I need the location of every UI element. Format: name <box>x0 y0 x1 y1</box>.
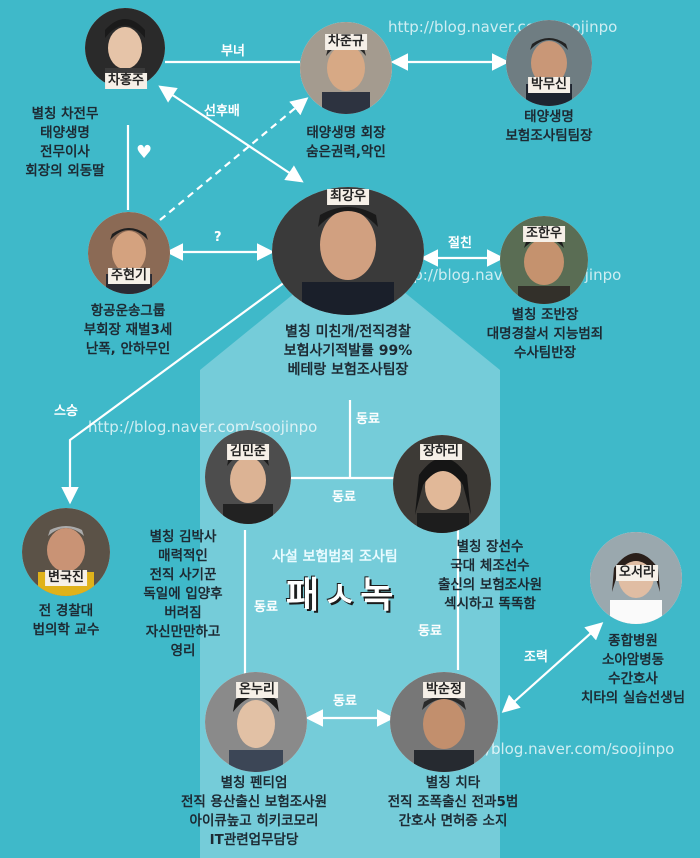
name-on-noori: 온누리 <box>236 682 278 698</box>
desc-park-moosin: 태양생명 보험조사팀팀장 <box>505 109 593 144</box>
watermark: http://blog.naver.com/soojinpo <box>445 740 675 758</box>
edge-label-colleague-middle: 동료 <box>332 490 356 505</box>
show-logo: 패ㅅ녹 <box>286 575 398 616</box>
name-choi-kangwoo: 최강우 <box>327 189 369 205</box>
portrait-jang-hari <box>393 435 491 533</box>
name-cha-joongyu: 차준규 <box>325 34 367 50</box>
edge-label-unknown: ? <box>214 230 222 245</box>
desc-kim-mingoon: 별칭 김박사 매력적인 전직 사기꾼 독일에 입양후 버려짐 자신만만하고 영리 <box>143 529 223 659</box>
portrait-oh-seora <box>590 532 682 624</box>
edge-label-colleague-left: 동료 <box>254 600 278 615</box>
team-title: 사설 보험범죄 조사팀 <box>272 549 398 565</box>
edge-label-colleague-bottom: 동료 <box>333 694 357 709</box>
name-byun-gookjin: 변국진 <box>45 570 87 586</box>
portrait-jo-hanwoo <box>500 216 588 304</box>
desc-joo-hyungi: 항공운송그룹 부회장 재벌3세 난폭, 안하무인 <box>83 303 173 357</box>
name-jang-hari: 장하리 <box>420 444 462 460</box>
portrait-park-moosin <box>506 20 592 106</box>
edge-dashed <box>159 97 309 221</box>
desc-choi-kangwoo: 별칭 미친개/전직경찰 보험사기적발률 99% 베테랑 보험조사팀장 <box>283 324 413 378</box>
heart-icon: ♥ <box>136 142 153 163</box>
edge-cooperation <box>501 622 604 713</box>
edge-label-colleague-right: 동료 <box>418 624 442 639</box>
edge-label-mentor: 스승 <box>54 404 78 419</box>
portrait-park-soonjung <box>390 672 498 772</box>
name-park-soonjung: 박순정 <box>423 682 465 698</box>
desc-cha-joongyu: 태양생명 회장 숨은권력,악인 <box>306 125 386 160</box>
name-kim-mingoon: 김민준 <box>227 444 269 460</box>
desc-byun-gookjin: 전 경찰대 법의학 교수 <box>32 603 100 638</box>
portrait-on-noori <box>205 672 307 772</box>
edge-label-colleague-top: 동료 <box>356 412 380 427</box>
name-joo-hyungi: 주현기 <box>108 268 150 284</box>
name-park-moosin: 박무신 <box>528 77 570 93</box>
edge-label-best-friend: 절친 <box>448 236 472 251</box>
edge-label-cooperation: 조력 <box>524 650 548 665</box>
portrait-cha-joongyu <box>300 22 392 114</box>
desc-park-soonjung: 별칭 치타 전직 조폭출신 전과5범 간호사 면허증 소지 <box>387 775 519 829</box>
edge-label-senior-junior: 선후배 <box>204 104 240 119</box>
name-jo-hanwoo: 조한우 <box>523 226 565 242</box>
edge-senior-junior <box>158 85 304 183</box>
portrait-choi-kangwoo <box>272 187 424 315</box>
desc-jang-hari: 별칭 장선수 국대 체조선수 출신의 보험조사원 섹시하고 똑똑함 <box>437 539 543 612</box>
name-oh-seora: 오서라 <box>616 565 658 581</box>
desc-oh-seora: 종합병원 소아암병동 수간호사 치타의 실습선생님 <box>580 633 686 706</box>
name-cha-hongjoo: 차홍주 <box>105 73 147 89</box>
edge-mentor <box>61 281 286 505</box>
desc-cha-hongjoo: 별칭 차전무 태양생명 전무이사 회장의 외동딸 <box>25 106 105 179</box>
desc-on-noori: 별칭 펜티엄 전직 용산출신 보험조사원 아이큐높고 히키코모리 IT관련업무담… <box>180 775 328 848</box>
desc-jo-hanwoo: 별칭 조반장 대명경찰서 지능범죄 수사팀반장 <box>486 307 604 361</box>
edge-label-father-daughter: 부녀 <box>221 44 245 59</box>
